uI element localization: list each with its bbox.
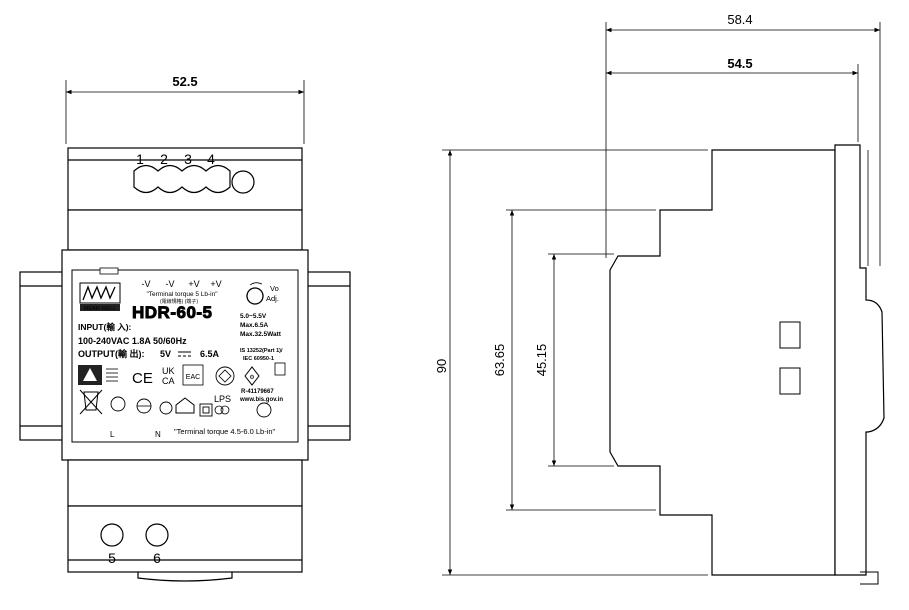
svg-text:EAC: EAC [186, 374, 200, 381]
svg-text:Adj.: Adj. [266, 294, 279, 303]
torque-top: "Terminal torque 5 Lb-in" [146, 291, 218, 298]
rcm-mark-icon [215, 366, 235, 386]
din-clip-side [834, 144, 885, 576]
ul-listed-icon [256, 402, 272, 418]
manual-icon [106, 368, 118, 382]
input-title: INPUT(輸 入): [78, 322, 132, 332]
lps-mark: LPS [214, 394, 231, 404]
tuv-mark-icon [159, 401, 173, 415]
svg-text:MEAN WELL: MEAN WELL [84, 306, 116, 312]
meanwell-logo: MEAN WELL [79, 282, 121, 312]
iec-standard: IEC 60950-1 [243, 356, 274, 362]
top-terminal-screws [133, 164, 255, 194]
label-content: MEAN WELL -V -V +V +V "Terminal torque 5… [78, 279, 286, 439]
terminal-number-6: 6 [153, 550, 161, 566]
terminal-number-2: 2 [160, 151, 168, 167]
svg-text:⚙: ⚙ [249, 374, 254, 381]
max-power: Max.32.5Watt [240, 331, 282, 338]
recycle-icon [274, 362, 286, 376]
housing-lower [67, 459, 303, 507]
transformer-icon [214, 405, 230, 415]
cul-mark-icon [110, 396, 126, 412]
terminal-number-4: 4 [207, 151, 215, 167]
pin-label-2: -V [166, 279, 175, 289]
inner-height-1-dimension [506, 209, 656, 511]
ukca-mark-ca: CA [162, 376, 175, 386]
height-value: 90 [434, 359, 449, 373]
pin-label-4: +V [210, 279, 221, 289]
ce-mark: CE [132, 370, 153, 387]
line-terminal-label: L [110, 430, 115, 439]
output-voltage: 5V [160, 349, 171, 359]
warning-symbol-icon [78, 365, 102, 385]
side-body-dimension [606, 64, 859, 142]
terminal-number-1: 1 [136, 151, 144, 167]
side-overall-dimension [605, 22, 881, 266]
top-terminal-numbers: 1 2 3 4 [136, 151, 215, 167]
din-clip [137, 572, 233, 582]
torque-top-cn: (電線規格) (端子) [160, 298, 198, 305]
vent-slot-1 [779, 321, 801, 349]
side-overall-value: 58.4 [727, 12, 752, 27]
output-current: 6.5A [200, 349, 220, 359]
pin-label-1: -V [142, 279, 151, 289]
height-dimension [442, 149, 708, 576]
housing-middle [67, 209, 303, 251]
pin-label-3: +V [188, 279, 199, 289]
torque-bottom: "Terminal torque 4.5-6.0 Lb-in" [174, 427, 276, 436]
inner-height-1-value: 63.65 [492, 344, 507, 377]
eac-mark: EAC [182, 364, 204, 386]
safety-mark-icon [136, 398, 152, 414]
is-standard: IS 13252(Part 1)/ [240, 348, 283, 354]
side-profile [609, 149, 836, 576]
terminal-screw-5 [100, 523, 124, 547]
svg-text:Vo: Vo [270, 284, 279, 293]
input-spec: 100-240VAC 1.8A 50/60Hz [78, 336, 187, 346]
ukca-mark-uk: UK [162, 366, 175, 376]
inner-height-2-value: 45.15 [534, 344, 549, 377]
terminal-number-3: 3 [184, 151, 192, 167]
class-ii-icon [199, 403, 213, 417]
neutral-terminal-label: N [155, 430, 161, 439]
max-current: Max.6.5A [240, 322, 268, 329]
r-number: R-41179667 [241, 389, 274, 395]
side-body-value: 54.5 [727, 56, 752, 71]
front-view [19, 147, 351, 582]
bis-mark-icon: ⚙ [244, 366, 260, 386]
model-name: HDR-60-5 [132, 303, 213, 322]
dc-symbol [178, 351, 191, 357]
front-width-value: 52.5 [172, 74, 197, 89]
indoor-use-icon [175, 397, 195, 414]
front-width-dimension [65, 80, 305, 144]
bis-website: www.bis.gov.in [239, 397, 283, 403]
bottom-terminal-block [67, 505, 303, 573]
vo-range: 5.0~5.5V [240, 313, 267, 320]
output-title: OUTPUT(輸 出): [78, 348, 145, 359]
vent-slot-2 [779, 367, 801, 395]
vo-adj-potentiometer [246, 287, 264, 305]
din-rail-left [19, 271, 69, 441]
weee-bin-icon [79, 389, 103, 415]
side-view [609, 144, 885, 585]
terminal-number-5: 5 [108, 550, 116, 566]
terminal-screw-6 [145, 523, 169, 547]
inner-height-2-dimension [548, 253, 614, 467]
